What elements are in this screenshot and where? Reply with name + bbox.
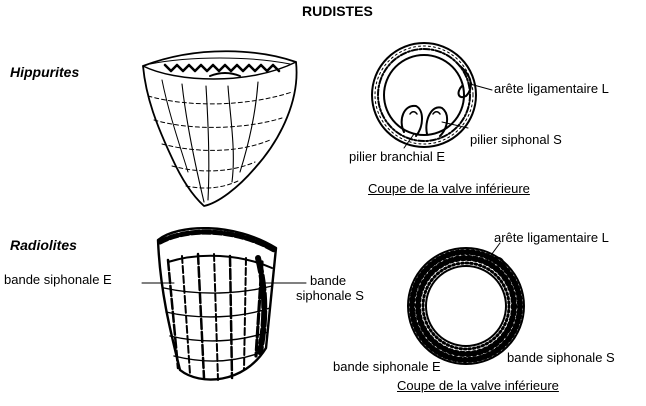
band-s-line-2: siphonale S: [296, 288, 364, 303]
radiolites-siphonal-band-e-label: bande siphonale E: [4, 272, 112, 287]
hippurites-name: Hippurites: [10, 64, 80, 80]
radiolites-section-band-s-label: bande siphonale S: [507, 350, 615, 365]
band-s-line-1: bande: [310, 273, 347, 288]
figure-title: RUDISTES: [302, 3, 373, 19]
hippurites-siphonal-pillar-label: pilier siphonal S: [470, 132, 562, 147]
radiolites-name: Radiolites: [10, 237, 77, 253]
radiolites-section-drawing: [407, 247, 525, 365]
radiolites-section-band-e-label: bande siphonale E: [333, 359, 441, 374]
hippurites-shell-drawing: [142, 50, 298, 207]
leader-lines: [141, 83, 501, 284]
radiolites-siphonal-band-s-label: bande siphonale S: [296, 273, 364, 303]
hippurites-section-drawing: [371, 42, 477, 148]
radiolites-section-caption: Coupe de la valve inférieure: [397, 378, 559, 393]
hippurites-branchial-pillar-label: pilier branchial E: [349, 149, 446, 164]
radiolites-shell-drawing: [156, 227, 278, 381]
hippurites-ligament-ridge-label: arête ligamentaire L: [494, 81, 609, 96]
hippurites-section-caption: Coupe de la valve inférieure: [368, 181, 530, 196]
radiolites-ligament-ridge-label: arête ligamentaire L: [494, 230, 609, 245]
